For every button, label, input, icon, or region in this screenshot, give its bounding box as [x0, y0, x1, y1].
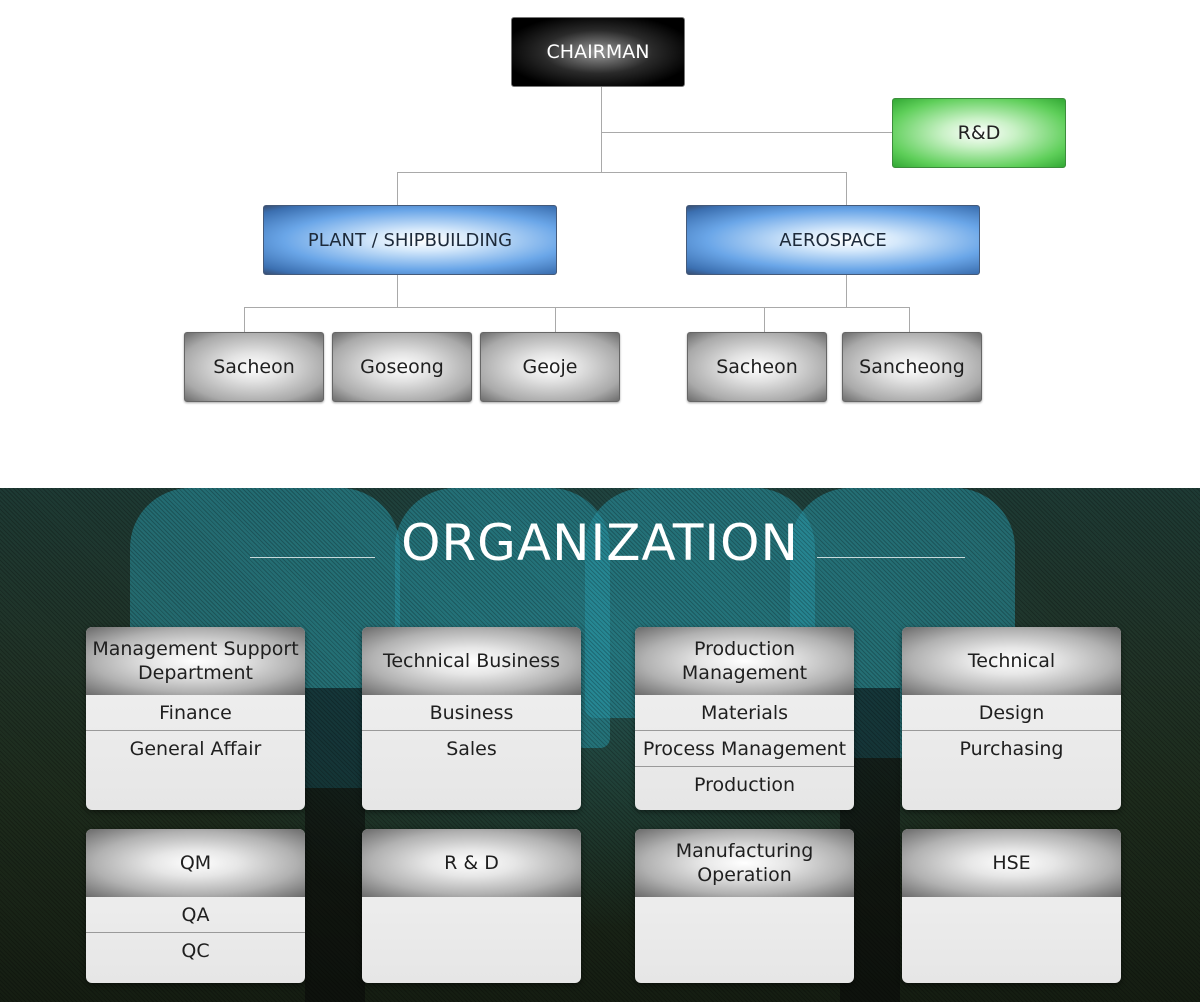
organization-title: ORGANIZATION — [401, 514, 799, 572]
connector-line — [397, 172, 398, 206]
department-item: Production — [693, 774, 796, 796]
site-node-sacheon-plant: Sacheon — [184, 332, 324, 402]
rnd-node: R&D — [892, 98, 1066, 168]
department-card-head: R & D — [362, 829, 581, 897]
connector-line — [764, 307, 765, 333]
connector-line — [846, 274, 847, 307]
org-tree: CHAIRMAN R&D PLANT / SHIPBUILDING AEROSP… — [0, 0, 1200, 488]
division-node-aerospace: AEROSPACE — [686, 205, 980, 275]
department-card-head: Technical Business — [362, 627, 581, 695]
connector-line — [846, 172, 847, 206]
department-item: QA — [86, 897, 305, 933]
department-card-manufacturing-operation: Manufacturing Operation — [635, 829, 854, 983]
connector-line — [244, 307, 910, 308]
department-card-head: Production Management — [635, 627, 854, 695]
department-card-head: Manufacturing Operation — [635, 829, 854, 897]
department-item: Materials — [635, 695, 854, 731]
department-item: Finance — [86, 695, 305, 731]
background-shadow — [305, 688, 365, 1002]
department-card-head: HSE — [902, 829, 1121, 897]
department-item: Sales — [446, 738, 497, 760]
connector-line — [601, 86, 602, 172]
department-card-hse: HSE — [902, 829, 1121, 983]
connector-line — [397, 172, 847, 173]
department-card-technical: Technical Design Purchasing — [902, 627, 1121, 810]
title-rule-left — [250, 557, 375, 558]
division-node-plant-shipbuilding: PLANT / SHIPBUILDING — [263, 205, 557, 275]
department-item: Purchasing — [959, 738, 1064, 760]
department-card-qm: QM QA QC — [86, 829, 305, 983]
title-rule-right — [817, 557, 965, 558]
department-card-rnd: R & D — [362, 829, 581, 983]
site-node-sacheon-aero: Sacheon — [687, 332, 827, 402]
department-item: QC — [181, 940, 210, 962]
department-card-production-management: Production Management Materials Process … — [635, 627, 854, 810]
chairman-node: CHAIRMAN — [511, 17, 685, 87]
site-node-goseong: Goseong — [332, 332, 472, 402]
department-card-head: Management Support Department — [86, 627, 305, 695]
department-item: Design — [902, 695, 1121, 731]
department-card-head: QM — [86, 829, 305, 897]
connector-line — [397, 274, 398, 307]
connector-line — [601, 132, 893, 133]
department-card-head: Technical — [902, 627, 1121, 695]
department-card-technical-business: Technical Business Business Sales — [362, 627, 581, 810]
connector-line — [555, 307, 556, 333]
department-card-management-support: Management Support Department Finance Ge… — [86, 627, 305, 810]
site-node-geoje: Geoje — [480, 332, 620, 402]
site-node-sancheong: Sancheong — [842, 332, 982, 402]
department-item: General Affair — [129, 738, 262, 760]
connector-line — [909, 307, 910, 333]
department-item: Business — [362, 695, 581, 731]
department-item: Process Management — [635, 731, 854, 767]
connector-line — [244, 307, 245, 333]
